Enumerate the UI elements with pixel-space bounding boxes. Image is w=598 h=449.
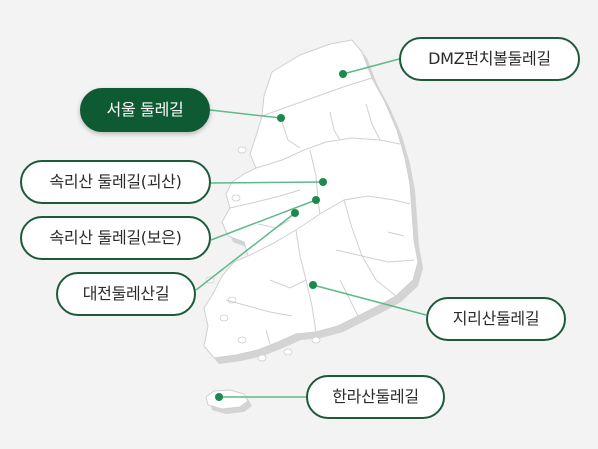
marker-songnisan-goesan <box>319 178 327 186</box>
jeju-island <box>205 389 249 410</box>
map-land <box>203 39 419 410</box>
connector-line-songnisan-boeun <box>210 199 317 241</box>
small-island <box>231 194 241 202</box>
small-island <box>219 314 229 322</box>
connector-line-seoul <box>209 109 282 119</box>
connector-line-songnisan-goesan <box>210 181 324 184</box>
region-border <box>281 121 301 149</box>
trail-button-songnisan-boeun[interactable]: 속리산 둘레길(보은) <box>20 216 211 260</box>
small-island <box>311 336 321 344</box>
region-border <box>229 189 301 209</box>
marker-jirisan <box>309 281 317 289</box>
marker-seoul <box>277 114 285 122</box>
marker-daejeon <box>291 209 299 217</box>
region-border <box>335 249 415 263</box>
small-island <box>283 348 293 356</box>
region-border <box>387 231 405 237</box>
trail-button-jirisan[interactable]: 지리산둘레길 <box>426 297 566 341</box>
connector-line-dmz <box>342 58 400 75</box>
connector-line-daejeon <box>195 212 296 291</box>
mainland <box>203 39 419 359</box>
small-island <box>237 146 247 154</box>
region-border <box>225 299 293 317</box>
small-island <box>257 354 267 362</box>
region-border <box>365 103 381 141</box>
region-border <box>269 279 307 289</box>
trail-button-daejeon[interactable]: 대전둘레산길 <box>56 272 196 316</box>
region-border <box>265 329 271 345</box>
trail-button-songnisan-goesan[interactable]: 속리산 둘레길(괴산) <box>20 160 211 204</box>
region-border <box>309 149 321 215</box>
region-borders <box>225 77 415 345</box>
trail-markers <box>215 70 347 401</box>
region-border <box>339 279 359 317</box>
region-border <box>329 111 341 141</box>
marker-songnisan-boeun <box>312 196 320 204</box>
marker-hallasan <box>215 393 223 401</box>
marker-dmz <box>339 70 347 78</box>
region-border <box>247 195 411 257</box>
trail-button-hallasan[interactable]: 한라산둘레길 <box>306 375 445 419</box>
trail-button-seoul[interactable]: 서울 둘레길 <box>80 88 210 132</box>
connector-lines <box>195 58 427 398</box>
region-border <box>261 77 373 117</box>
small-island <box>237 336 247 344</box>
connector-line-jirisan <box>312 284 427 316</box>
trail-button-dmz[interactable]: DMZ펀치볼둘레길 <box>399 37 580 81</box>
